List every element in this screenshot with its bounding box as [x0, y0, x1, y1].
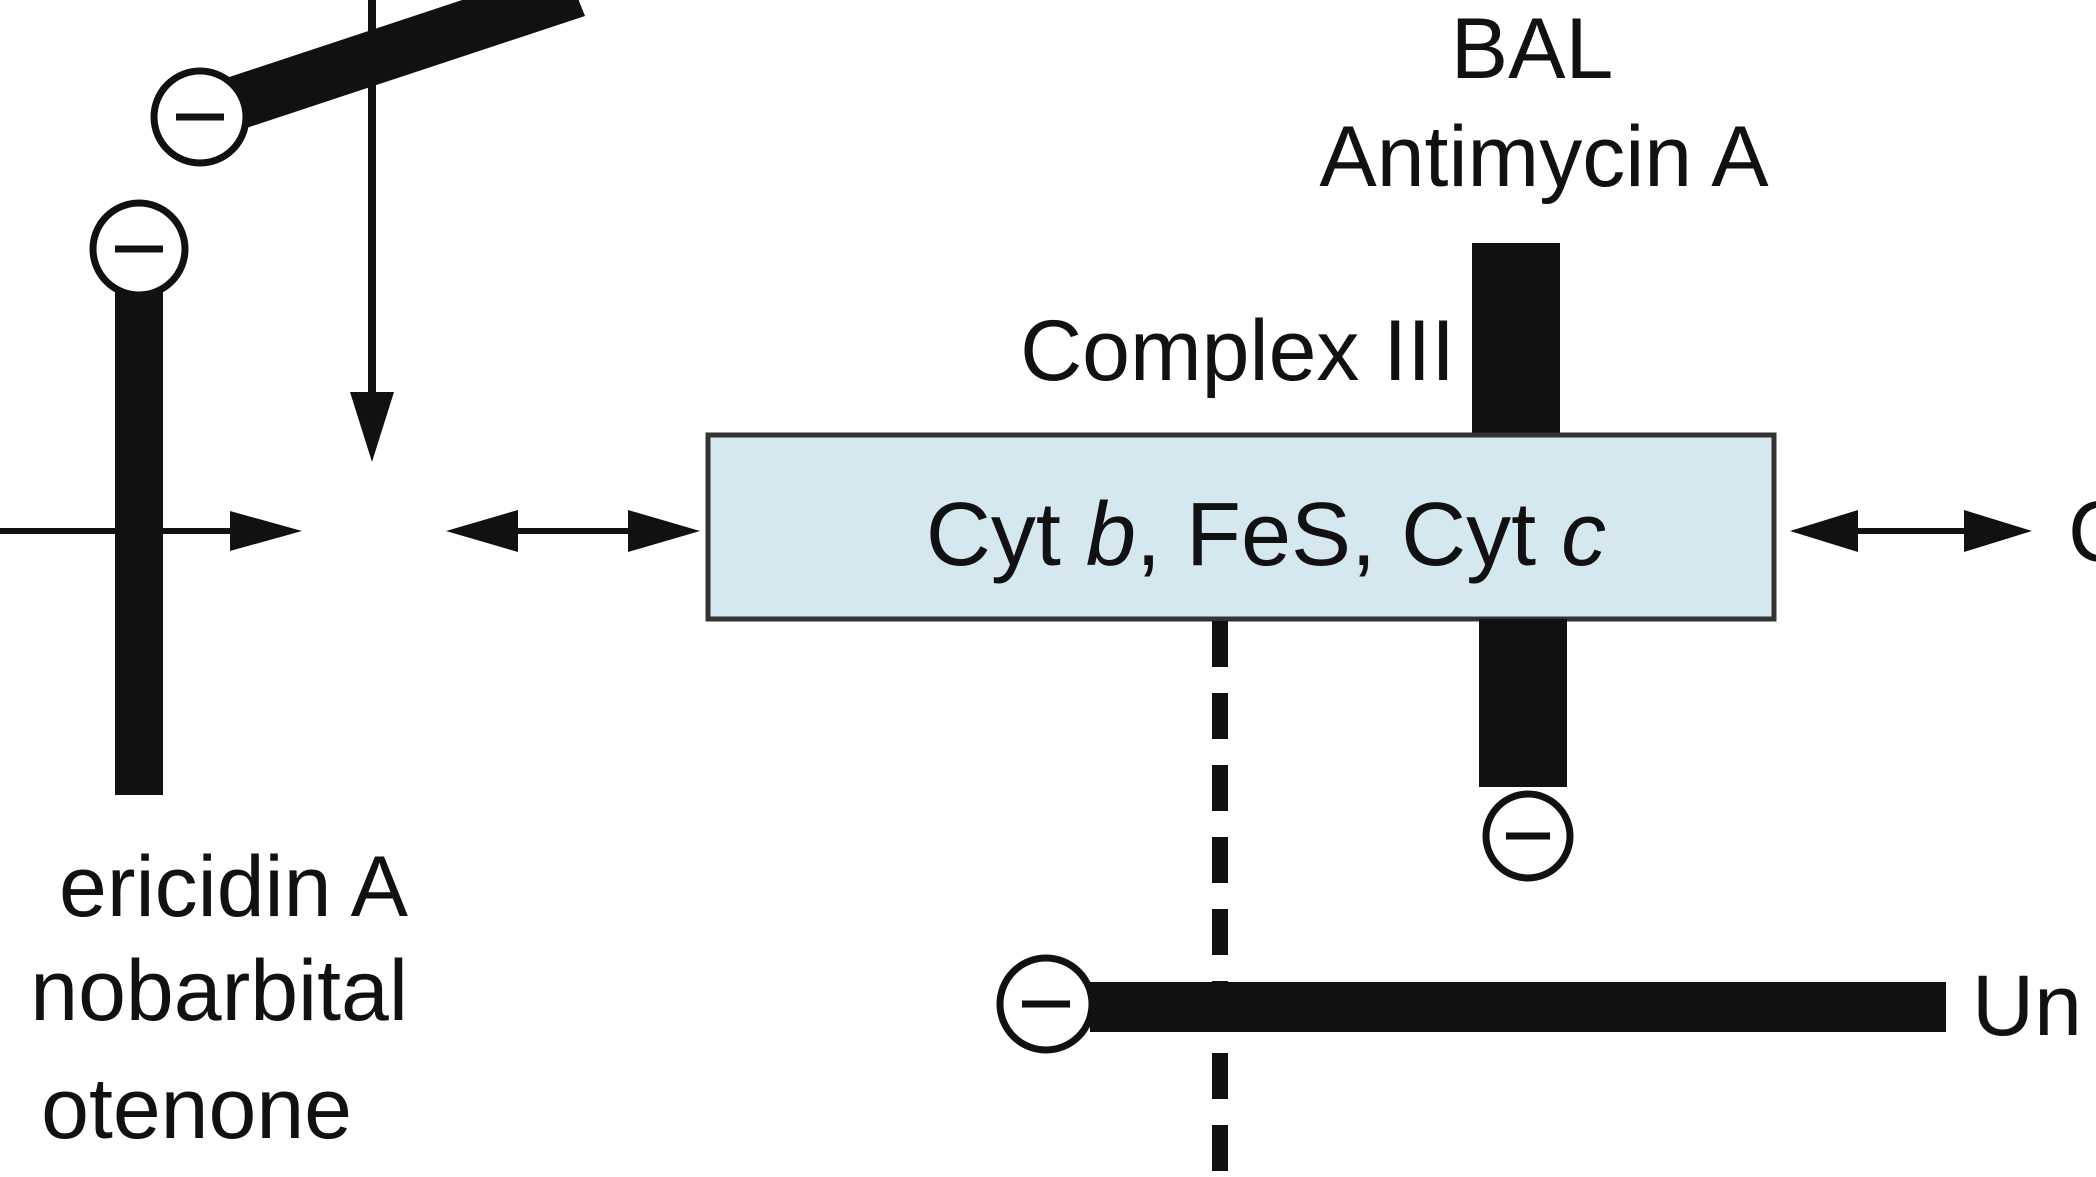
right-double-arrow-head-right [1964, 510, 2032, 552]
top-diagonal-inhibitor-bar [190, 0, 585, 140]
cyt-b-letter: b [1086, 485, 1136, 585]
minus-circle-icon [1482, 790, 1574, 882]
box-comma: , [1136, 485, 1161, 585]
left-double-arrow-head-left [446, 510, 518, 552]
left-inhibitor-label-line2: nobarbital [30, 943, 408, 1039]
antimycin-inhibitor-bar-upper [1472, 243, 1560, 438]
antimycin-a-label: Antimycin A [1319, 109, 1769, 205]
uncoupler-inhibitor-bar [1090, 982, 1946, 1032]
uncoupler-cut-label: Un [1972, 958, 2082, 1054]
cyt-c-prefix: Cyt [1401, 485, 1561, 585]
bal-label: BAL [1451, 1, 1614, 97]
left-horizontal-arrow-head [230, 511, 302, 551]
left-inhibitor-label-line3: otenone [41, 1061, 352, 1157]
complex-iii-box [705, 432, 1777, 622]
left-inhibitor-label-line1: ericidin A [59, 839, 409, 935]
right-double-arrow-head-left [1790, 510, 1858, 552]
complex-iii-label: Complex III [1020, 303, 1455, 399]
complex-iii-box-text: Cyt b, FeS, Cyt c [751, 485, 1731, 585]
left-double-arrow-head-right [628, 510, 700, 552]
minus-circle-icon [89, 199, 189, 299]
left-inhibitor-bar [115, 285, 163, 795]
fes-text: FeS, [1161, 485, 1401, 585]
minus-circle-icon [150, 67, 250, 167]
antimycin-inhibitor-bar-lower [1479, 619, 1567, 787]
vertical-arrow-head [350, 392, 394, 462]
right-cut-label: C [2068, 484, 2096, 580]
cyt-b-prefix: Cyt [926, 485, 1086, 585]
cyt-c-letter: c [1561, 485, 1606, 585]
minus-circle-icon [996, 954, 1096, 1054]
